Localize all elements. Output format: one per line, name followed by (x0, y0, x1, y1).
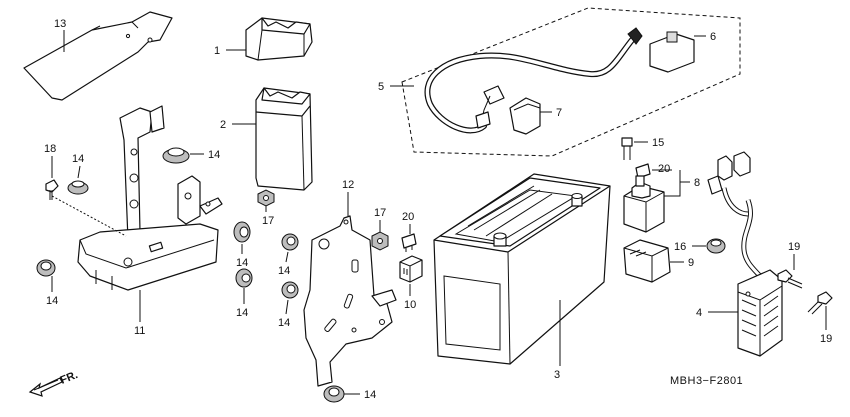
nut-17-a (257, 189, 275, 207)
callout-9: 9 (688, 257, 694, 269)
callout-14-g: 14 (278, 317, 290, 329)
grommet-14-f (281, 233, 299, 251)
callout-6: 6 (710, 31, 716, 43)
bolt-19-b (807, 291, 833, 315)
callout-8: 8 (694, 177, 700, 189)
bolt-18-part (45, 179, 59, 200)
callout-14-c: 14 (46, 295, 58, 307)
callout-5: 5 (378, 81, 384, 93)
terminal-cover-6-part (649, 31, 695, 73)
grommet-14-a (67, 180, 89, 195)
starter-relay-part (623, 175, 665, 233)
grommet-14-d (233, 221, 251, 243)
callout-14-i: 14 (364, 389, 376, 401)
callout-17-a: 17 (262, 215, 274, 227)
fuse-box-part (255, 87, 313, 191)
battery-cable-part (424, 27, 643, 134)
callout-16: 16 (674, 241, 686, 253)
battery-part (433, 173, 611, 365)
callout-20-a: 20 (402, 211, 414, 223)
callout-7: 7 (556, 107, 562, 119)
callout-14-b: 14 (208, 149, 220, 161)
bolt-15-part (621, 137, 633, 160)
bolt-19-a (777, 269, 803, 289)
battery-cable-kit-box (401, 7, 741, 157)
fuse-20-b (635, 163, 651, 179)
callout-1: 1 (214, 45, 220, 57)
callout-12: 12 (342, 179, 354, 191)
mounting-plate-part (303, 215, 397, 387)
grommet-14-b (162, 147, 190, 164)
fuse-20-a (401, 233, 417, 252)
regulator-rectifier-part (707, 151, 783, 357)
grommet-14-g (281, 281, 299, 299)
collar-16-part (706, 238, 726, 254)
front-direction-label: FR. (59, 369, 80, 387)
callout-4: 4 (696, 307, 702, 319)
front-direction-arrow-icon (28, 377, 63, 397)
callout-14-f: 14 (278, 265, 290, 277)
callout-10: 10 (404, 299, 416, 311)
callout-14-a: 14 (72, 153, 84, 165)
callout-2: 2 (220, 119, 226, 131)
diagram-code: MBH3−F2801 (670, 375, 743, 387)
grommet-14-i (323, 385, 345, 403)
callout-14-d: 14 (236, 257, 248, 269)
callout-18: 18 (44, 143, 56, 155)
nut-17-b (371, 231, 389, 251)
relay-cover-part (623, 239, 671, 283)
battery-tray-bracket-part (77, 105, 223, 291)
callout-11: 11 (134, 325, 145, 337)
grommet-14-c (36, 259, 56, 277)
terminal-cover-7-part (509, 97, 541, 135)
grommet-14-e (235, 268, 253, 288)
battery-box-cover-part (245, 17, 313, 61)
callout-20-b: 20 (658, 163, 670, 175)
rubber-mat-part (23, 11, 173, 101)
callout-19-a: 19 (788, 241, 800, 253)
callout-19-b: 19 (820, 333, 832, 345)
callout-13: 13 (54, 18, 66, 30)
callout-15: 15 (652, 137, 664, 149)
callout-14-e: 14 (236, 307, 248, 319)
callout-17-b: 17 (374, 207, 386, 219)
callout-3: 3 (554, 369, 560, 381)
relay-holder-part (399, 255, 423, 283)
